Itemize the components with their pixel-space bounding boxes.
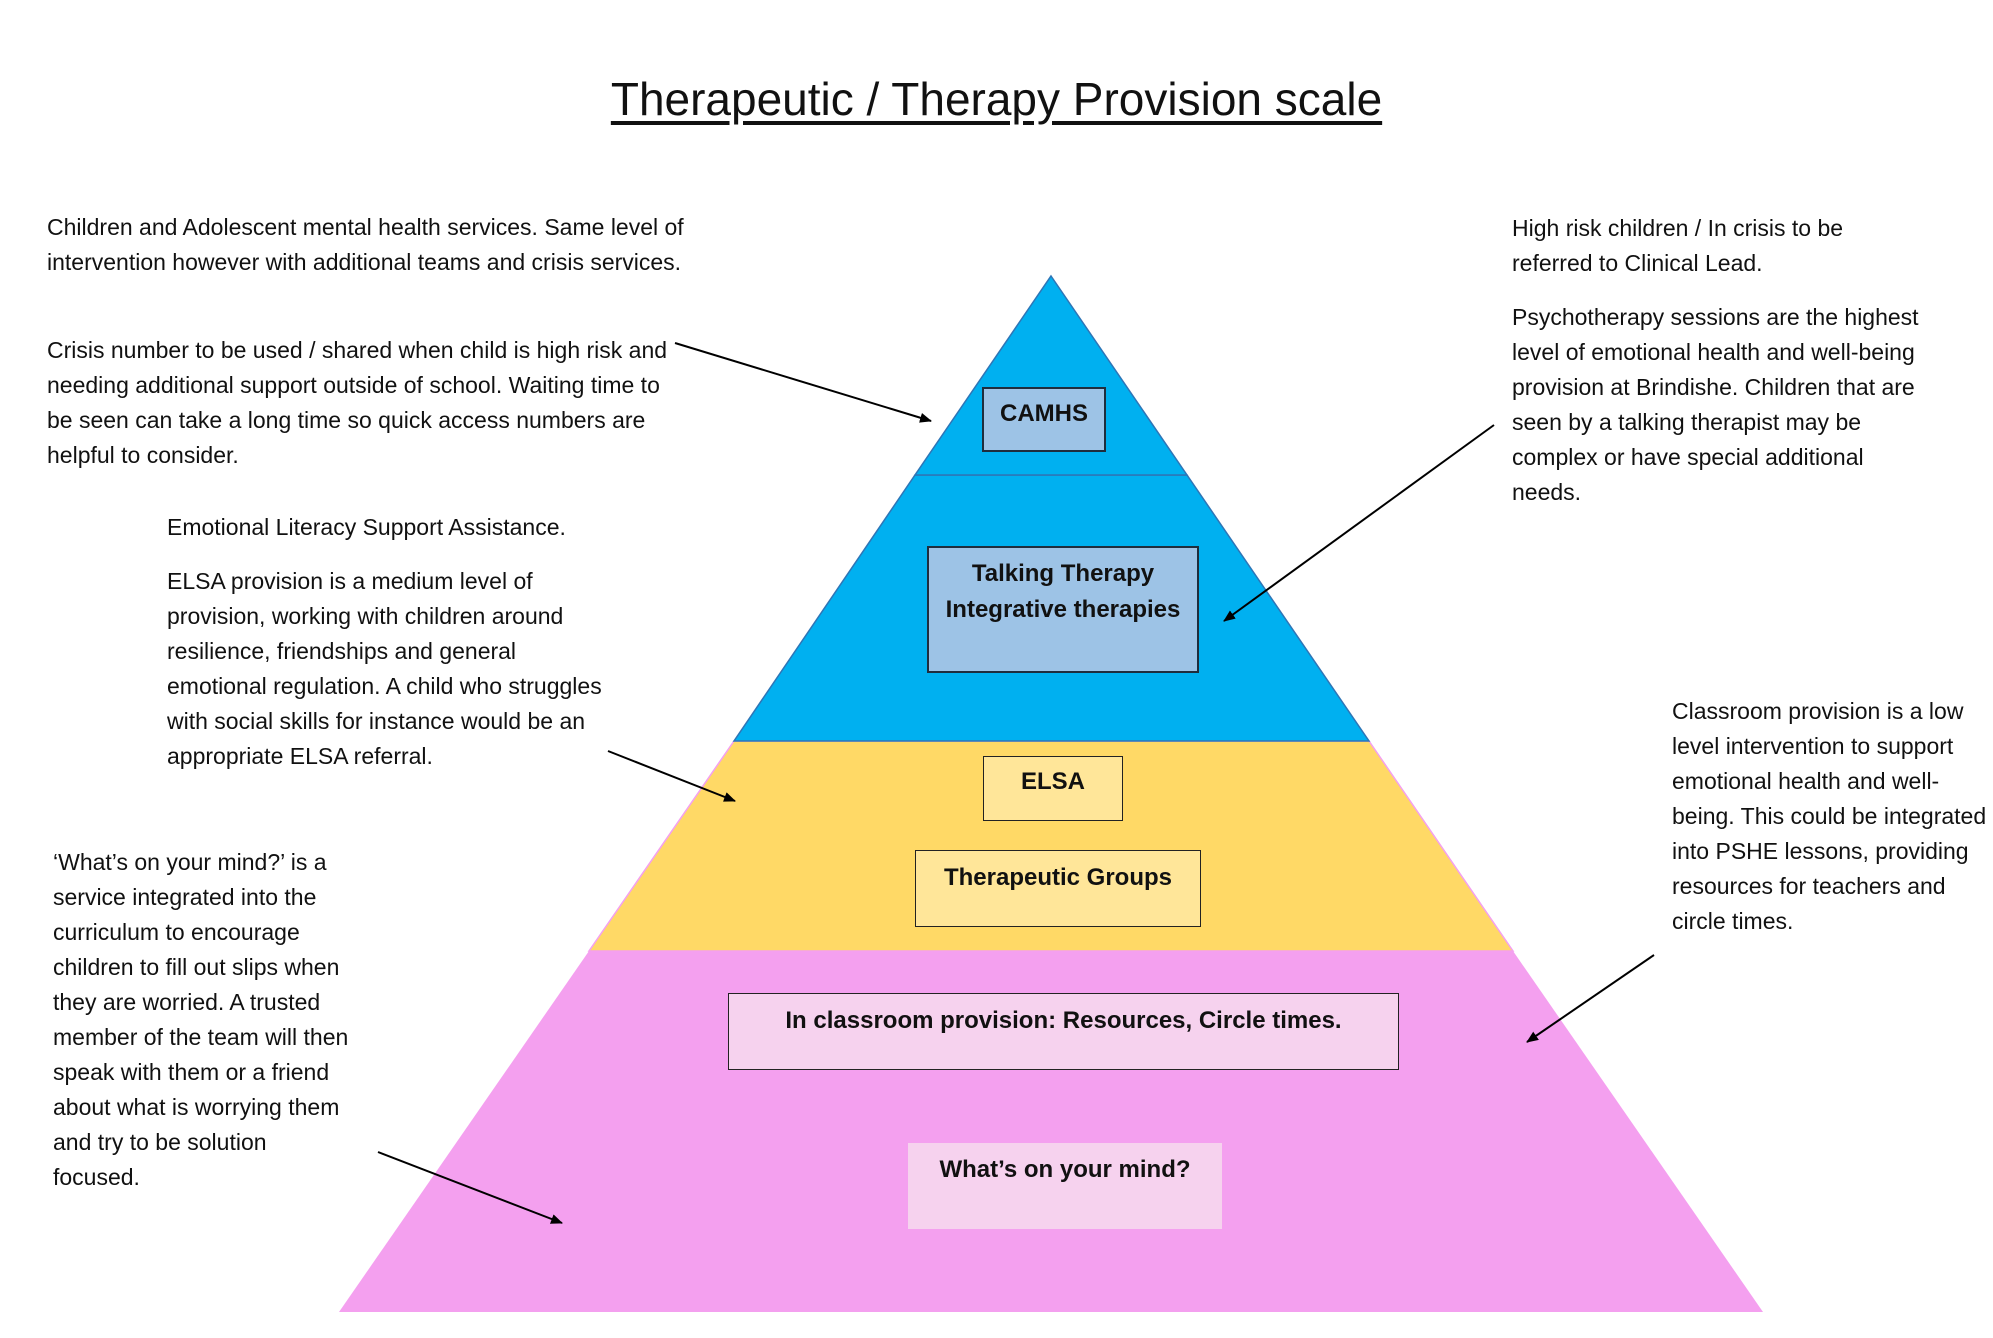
camhs-box: CAMHS xyxy=(982,387,1106,452)
arrow-whats-on-your-mind xyxy=(377,1151,563,1224)
elsa-box: ELSA xyxy=(983,756,1123,821)
camhs-intro-note: Children and Adolescent mental health se… xyxy=(47,214,684,275)
arrow-classroom xyxy=(1526,954,1655,1043)
elsa-title-note: Emotional Literacy Support Assistance. xyxy=(167,514,566,540)
classroom-note: Classroom provision is a low level inter… xyxy=(1672,698,1987,934)
elsa-body-note: ELSA provision is a medium level of prov… xyxy=(167,568,602,769)
arrow-camhs xyxy=(674,342,932,423)
whats-on-your-mind-box: What’s on your mind? xyxy=(908,1143,1222,1229)
arrow-psychotherapy xyxy=(1223,424,1495,622)
high-risk-note: High risk children / In crisis to be ref… xyxy=(1512,215,1844,276)
arrow-elsa xyxy=(607,750,736,802)
page-title: Therapeutic / Therapy Provision scale xyxy=(610,73,1383,125)
camhs-label: CAMHS xyxy=(1000,400,1088,427)
psychotherapy-note: Psychotherapy sessions are the highest l… xyxy=(1512,304,1919,505)
integrative-therapies-label: Integrative therapies xyxy=(945,596,1181,623)
whats-on-your-mind-label: What’s on your mind? xyxy=(939,1156,1191,1183)
talking-therapy-box: Talking Therapy Integrative therapies xyxy=(927,546,1199,673)
therapeutic-groups-label: Therapeutic Groups xyxy=(943,864,1173,891)
therapeutic-groups-box: Therapeutic Groups xyxy=(915,850,1201,927)
classroom-tier xyxy=(339,951,1763,1312)
classroom-provision-box: In classroom provision: Resources, Circl… xyxy=(728,993,1399,1070)
classroom-provision-label: In classroom provision: Resources, Circl… xyxy=(785,1007,1342,1034)
talking-therapy-label: Talking Therapy xyxy=(971,560,1155,587)
elsa-label: ELSA xyxy=(1020,768,1085,795)
whats-on-your-mind-note: ‘What’s on your mind?’ is a service inte… xyxy=(53,849,349,1190)
camhs-crisis-note: Crisis number to be used / shared when c… xyxy=(47,337,668,468)
